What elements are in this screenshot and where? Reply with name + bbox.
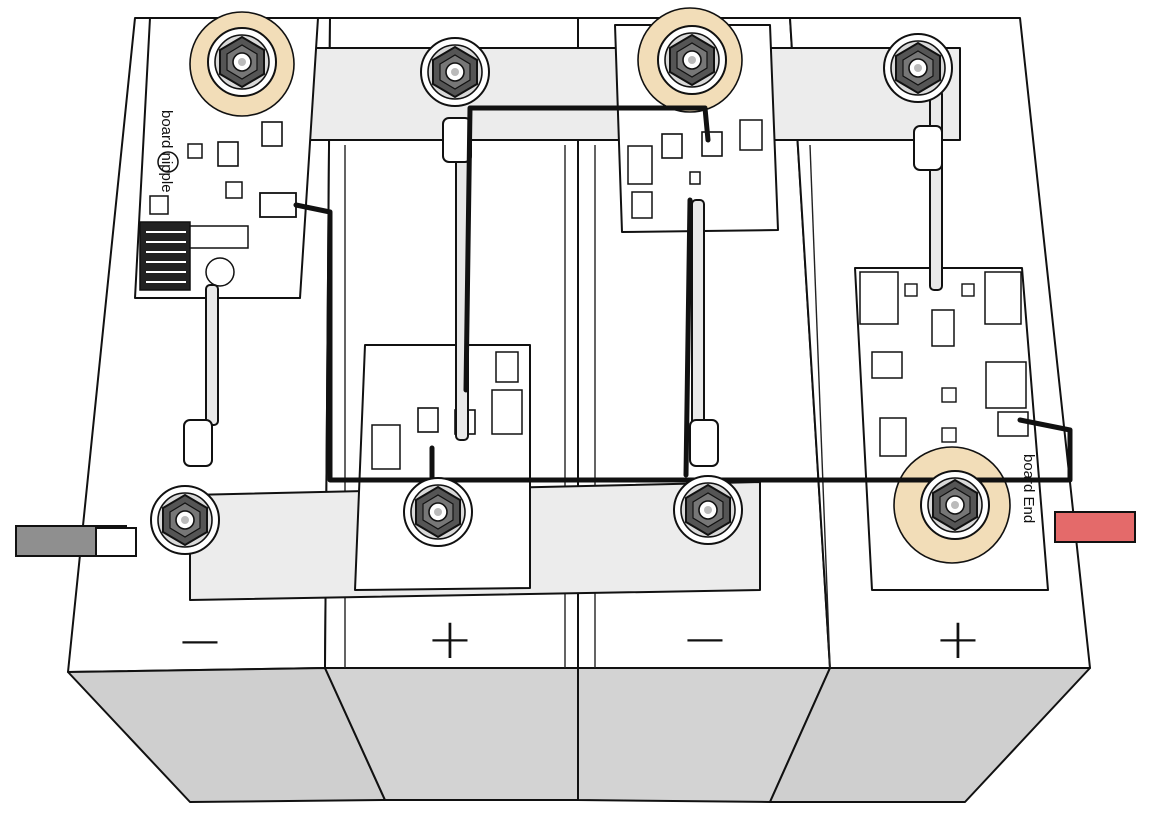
cell-front-faces bbox=[67, 667, 1091, 803]
cell-4-side bbox=[769, 667, 1091, 803]
cell-1-polarity: − bbox=[177, 609, 224, 674]
ring-terminal-icon bbox=[95, 527, 137, 557]
connector-icon bbox=[259, 192, 297, 218]
pcb-right: board End bbox=[854, 267, 1049, 591]
main-cables bbox=[15, 511, 1136, 557]
pcb-center bbox=[614, 7, 779, 233]
cell-3-polarity: − bbox=[682, 607, 729, 672]
positive-cable bbox=[1054, 511, 1136, 543]
board-label-left: board nipple bbox=[158, 110, 175, 193]
board-label-right: board End bbox=[1020, 454, 1037, 523]
polarity-markings: − + − + bbox=[177, 607, 982, 674]
connector-icon bbox=[139, 221, 191, 291]
cell-2-polarity: + bbox=[427, 607, 474, 672]
cell-4-polarity: + bbox=[935, 607, 982, 672]
pcb-middle bbox=[354, 344, 531, 591]
